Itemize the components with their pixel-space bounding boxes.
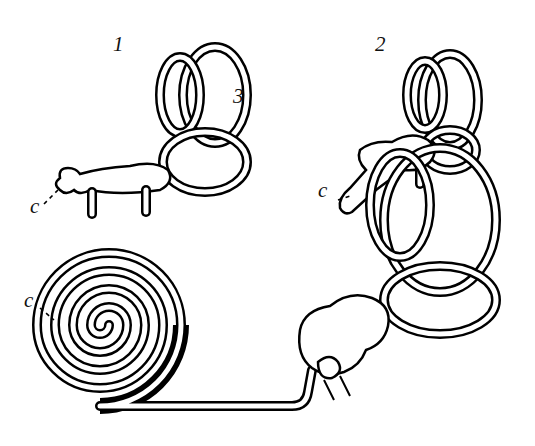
figure-number: 2 bbox=[375, 34, 386, 55]
labyrinth-figure-1 bbox=[44, 47, 247, 214]
figure-number: 3 bbox=[233, 86, 244, 107]
cochlea-label: c bbox=[24, 290, 33, 311]
figure-number: 1 bbox=[113, 34, 124, 55]
cochlea-label: c bbox=[318, 180, 327, 201]
cochlea-label: c bbox=[30, 196, 39, 217]
labyrinth-figure-3 bbox=[37, 148, 496, 406]
labyrinth-figure-2 bbox=[338, 54, 478, 213]
